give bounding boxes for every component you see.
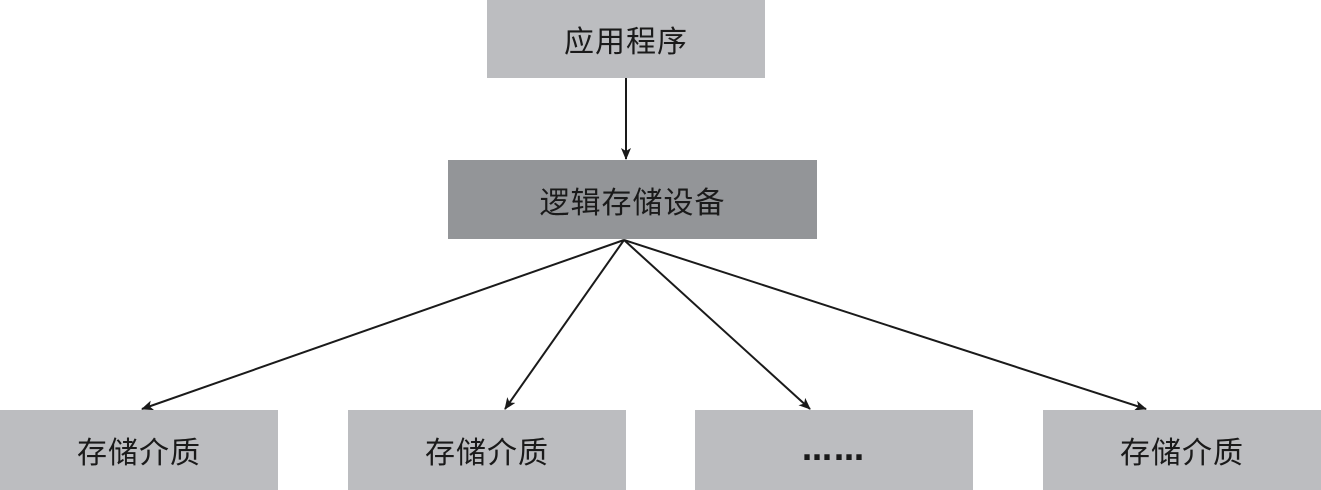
arrow-logical-to-media-1 xyxy=(141,239,625,411)
arrow-logical-to-media-2 xyxy=(504,239,625,410)
arrow-logical-to-ellipsis xyxy=(623,239,811,410)
storage-media-node: 存储介质 xyxy=(1043,410,1321,490)
storage-media-node: 存储介质 xyxy=(0,410,278,490)
logical-storage-device-node: 逻辑存储设备 xyxy=(448,160,817,239)
arrow-logical-to-media-3 xyxy=(623,239,1147,411)
ellipsis-node: …… xyxy=(695,410,973,490)
storage-media-node: 存储介质 xyxy=(348,410,626,490)
application-node: 应用程序 xyxy=(487,0,765,78)
